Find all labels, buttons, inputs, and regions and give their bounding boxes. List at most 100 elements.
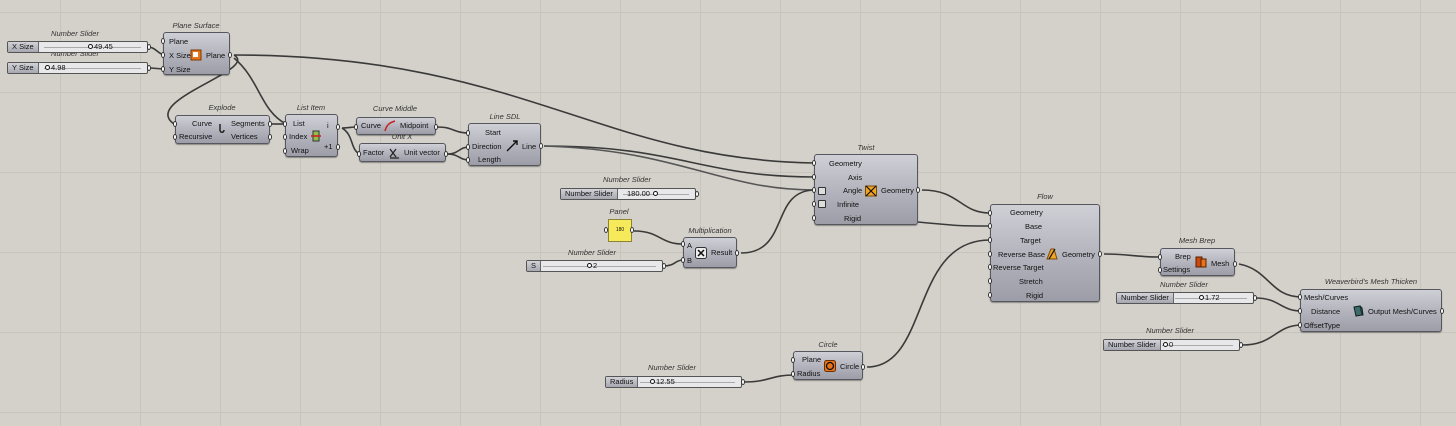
output-segments[interactable]: Segments — [231, 119, 265, 128]
input-base[interactable]: Base — [1025, 222, 1043, 231]
output-circle[interactable]: Circle — [840, 362, 860, 371]
output-grip[interactable] — [228, 52, 232, 58]
output-grip[interactable] — [662, 263, 666, 269]
slider-knob[interactable] — [45, 65, 50, 70]
unit-x-component[interactable]: Factor Unit vector — [359, 143, 446, 162]
curve-middle-component[interactable]: Curve Midpoint — [356, 117, 436, 135]
slider-knob[interactable] — [587, 263, 592, 268]
input-grip[interactable] — [812, 160, 816, 166]
value-panel[interactable]: 180 — [608, 219, 632, 242]
input-distance[interactable]: Distance — [1311, 307, 1341, 316]
output-result[interactable]: Result — [711, 248, 733, 257]
input-length[interactable]: Length — [478, 155, 501, 164]
circle-component[interactable]: Plane Radius Circle — [793, 351, 863, 380]
input-offset-type[interactable]: OffsetType — [1304, 321, 1341, 330]
twist-component[interactable]: Geometry Axis Angle Infinite Rigid Geome… — [814, 154, 918, 225]
output-grip[interactable] — [916, 187, 920, 193]
output-midpoint[interactable]: Midpoint — [400, 121, 429, 130]
input-grip[interactable] — [988, 210, 992, 216]
y-size-slider[interactable]: Y Size 4.98 — [7, 62, 148, 74]
input-grip[interactable] — [988, 278, 992, 284]
output-grip[interactable] — [444, 151, 448, 157]
input-target[interactable]: Target — [1020, 236, 1041, 245]
x-size-slider[interactable]: X Size 49.45 — [7, 41, 148, 53]
distance-slider[interactable]: Number Slider 1.72 — [1116, 292, 1254, 304]
input-infinite[interactable]: Infinite — [837, 200, 860, 209]
output-plane[interactable]: Plane — [206, 51, 226, 60]
input-y-size[interactable]: Y Size — [169, 65, 191, 74]
slider-knob[interactable] — [653, 191, 658, 196]
input-brep[interactable]: Brep — [1175, 252, 1191, 261]
input-grip[interactable] — [173, 121, 177, 127]
input-grip[interactable] — [791, 371, 795, 377]
input-grip[interactable] — [988, 237, 992, 243]
output-grip[interactable] — [630, 227, 634, 233]
input-index[interactable]: Index — [289, 132, 308, 141]
input-start[interactable]: Start — [485, 128, 501, 137]
input-reverse-base[interactable]: Reverse Base — [998, 250, 1046, 259]
input-grip[interactable] — [354, 124, 358, 130]
output-mesh-curves[interactable]: Output Mesh/Curves — [1368, 307, 1437, 316]
output-grip[interactable] — [539, 143, 543, 149]
input-direction[interactable]: Direction — [472, 142, 502, 151]
output-grip[interactable] — [1098, 251, 1102, 257]
input-grip[interactable] — [812, 174, 816, 180]
input-stretch[interactable]: Stretch — [1019, 277, 1043, 286]
input-grip[interactable] — [812, 187, 816, 193]
output-grip[interactable] — [268, 121, 272, 127]
input-grip[interactable] — [161, 66, 165, 72]
output-grip[interactable] — [861, 364, 865, 370]
output-grip[interactable] — [1440, 308, 1444, 314]
input-grip[interactable] — [283, 148, 287, 154]
output-grip[interactable] — [336, 144, 340, 150]
input-grip[interactable] — [161, 38, 165, 44]
radius-slider[interactable]: Radius 12.55 — [605, 376, 742, 388]
input-mesh-curves[interactable]: Mesh/Curves — [1304, 293, 1349, 302]
output-grip[interactable] — [336, 124, 340, 130]
input-a[interactable]: A — [687, 241, 693, 250]
input-grip[interactable] — [1158, 254, 1162, 260]
input-geometry[interactable]: Geometry — [1010, 208, 1043, 217]
weaverbird-mesh-thicken-component[interactable]: Mesh/Curves Distance OffsetType Output M… — [1300, 289, 1442, 332]
explode-component[interactable]: Curve Recursive Segments Vertices — [175, 115, 270, 144]
offset-type-slider[interactable]: Number Slider 0 — [1103, 339, 1240, 351]
input-grip[interactable] — [988, 264, 992, 270]
input-grip[interactable] — [812, 215, 816, 221]
input-grip[interactable] — [357, 151, 361, 157]
input-grip[interactable] — [604, 227, 608, 233]
input-grip[interactable] — [791, 357, 795, 363]
input-settings[interactable]: Settings — [1163, 265, 1191, 274]
plane-surface-component[interactable]: Plane X Size Y Size Plane — [163, 32, 230, 75]
input-grip[interactable] — [681, 241, 685, 247]
input-grip[interactable] — [161, 52, 165, 58]
flow-component[interactable]: Geometry Base Target Reverse Base Revers… — [990, 204, 1100, 302]
input-curve[interactable]: Curve — [361, 121, 382, 130]
input-grip[interactable] — [988, 251, 992, 257]
output-grip[interactable] — [147, 65, 151, 71]
input-grip[interactable] — [988, 292, 992, 298]
input-grip[interactable] — [466, 144, 470, 150]
input-plane[interactable]: Plane — [802, 355, 822, 364]
input-geometry[interactable]: Geometry — [829, 159, 862, 168]
input-grip[interactable] — [1298, 308, 1302, 314]
input-wrap[interactable]: Wrap — [291, 146, 309, 155]
input-list[interactable]: List — [293, 119, 305, 128]
slider-knob[interactable] — [650, 379, 655, 384]
output-grip[interactable] — [695, 191, 699, 197]
output-geometry[interactable]: Geometry — [1062, 250, 1095, 259]
output-mesh[interactable]: Mesh — [1211, 259, 1230, 268]
line-sdl-component[interactable]: Start Direction Length Line — [468, 123, 541, 166]
input-grip[interactable] — [466, 157, 470, 163]
output-unit-vector[interactable]: Unit vector — [404, 148, 440, 157]
output-grip[interactable] — [1239, 342, 1243, 348]
input-grip[interactable] — [283, 121, 287, 127]
input-rigid[interactable]: Rigid — [844, 214, 862, 223]
input-grip[interactable] — [173, 134, 177, 140]
input-angle[interactable]: Angle — [843, 186, 863, 195]
output-vertices[interactable]: Vertices — [231, 132, 258, 141]
mesh-brep-component[interactable]: Brep Settings Mesh — [1160, 248, 1235, 276]
slider-knob[interactable] — [1199, 295, 1204, 300]
input-axis[interactable]: Axis — [848, 173, 863, 182]
list-item-component[interactable]: List Index Wrap i +1 — [285, 114, 338, 157]
input-grip[interactable] — [1298, 322, 1302, 328]
